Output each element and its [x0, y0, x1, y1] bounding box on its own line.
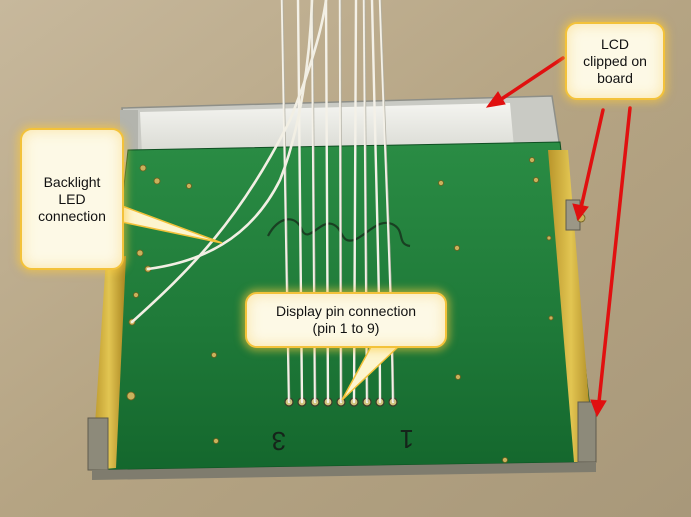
board-mark-left: 3: [272, 426, 286, 456]
arrow-lcd-clip-middle: [579, 108, 605, 210]
clip-left-bottom: [87, 417, 109, 471]
pcb-vias: [126, 157, 586, 463]
clip-right-bottom: [577, 401, 597, 463]
callout-backlight-led-connection: Backlight LED connection: [20, 128, 124, 270]
module-bottom-edge: [92, 462, 596, 480]
annotation-arrows: [485, 56, 632, 418]
backlight-wires: [130, 0, 328, 324]
arrow-lcd-top: [498, 56, 565, 102]
board-mark-right: 1: [400, 424, 414, 454]
callout-display-pin-connection: Display pin connection (pin 1 to 9): [245, 292, 447, 348]
gold-edge-right: [548, 150, 594, 462]
arrow-lcd-clip-bottom: [597, 106, 632, 404]
arrow-lcd-clip-middle-head: [572, 203, 589, 222]
callout-lcd-clipped-on-board: LCD clipped on board: [565, 22, 665, 100]
arrow-lcd-clip-bottom-head: [590, 399, 607, 418]
arrow-lcd-top-head: [485, 91, 506, 108]
gold-edge-left: [92, 256, 126, 470]
lcd-frame-edge-left: [120, 110, 138, 162]
